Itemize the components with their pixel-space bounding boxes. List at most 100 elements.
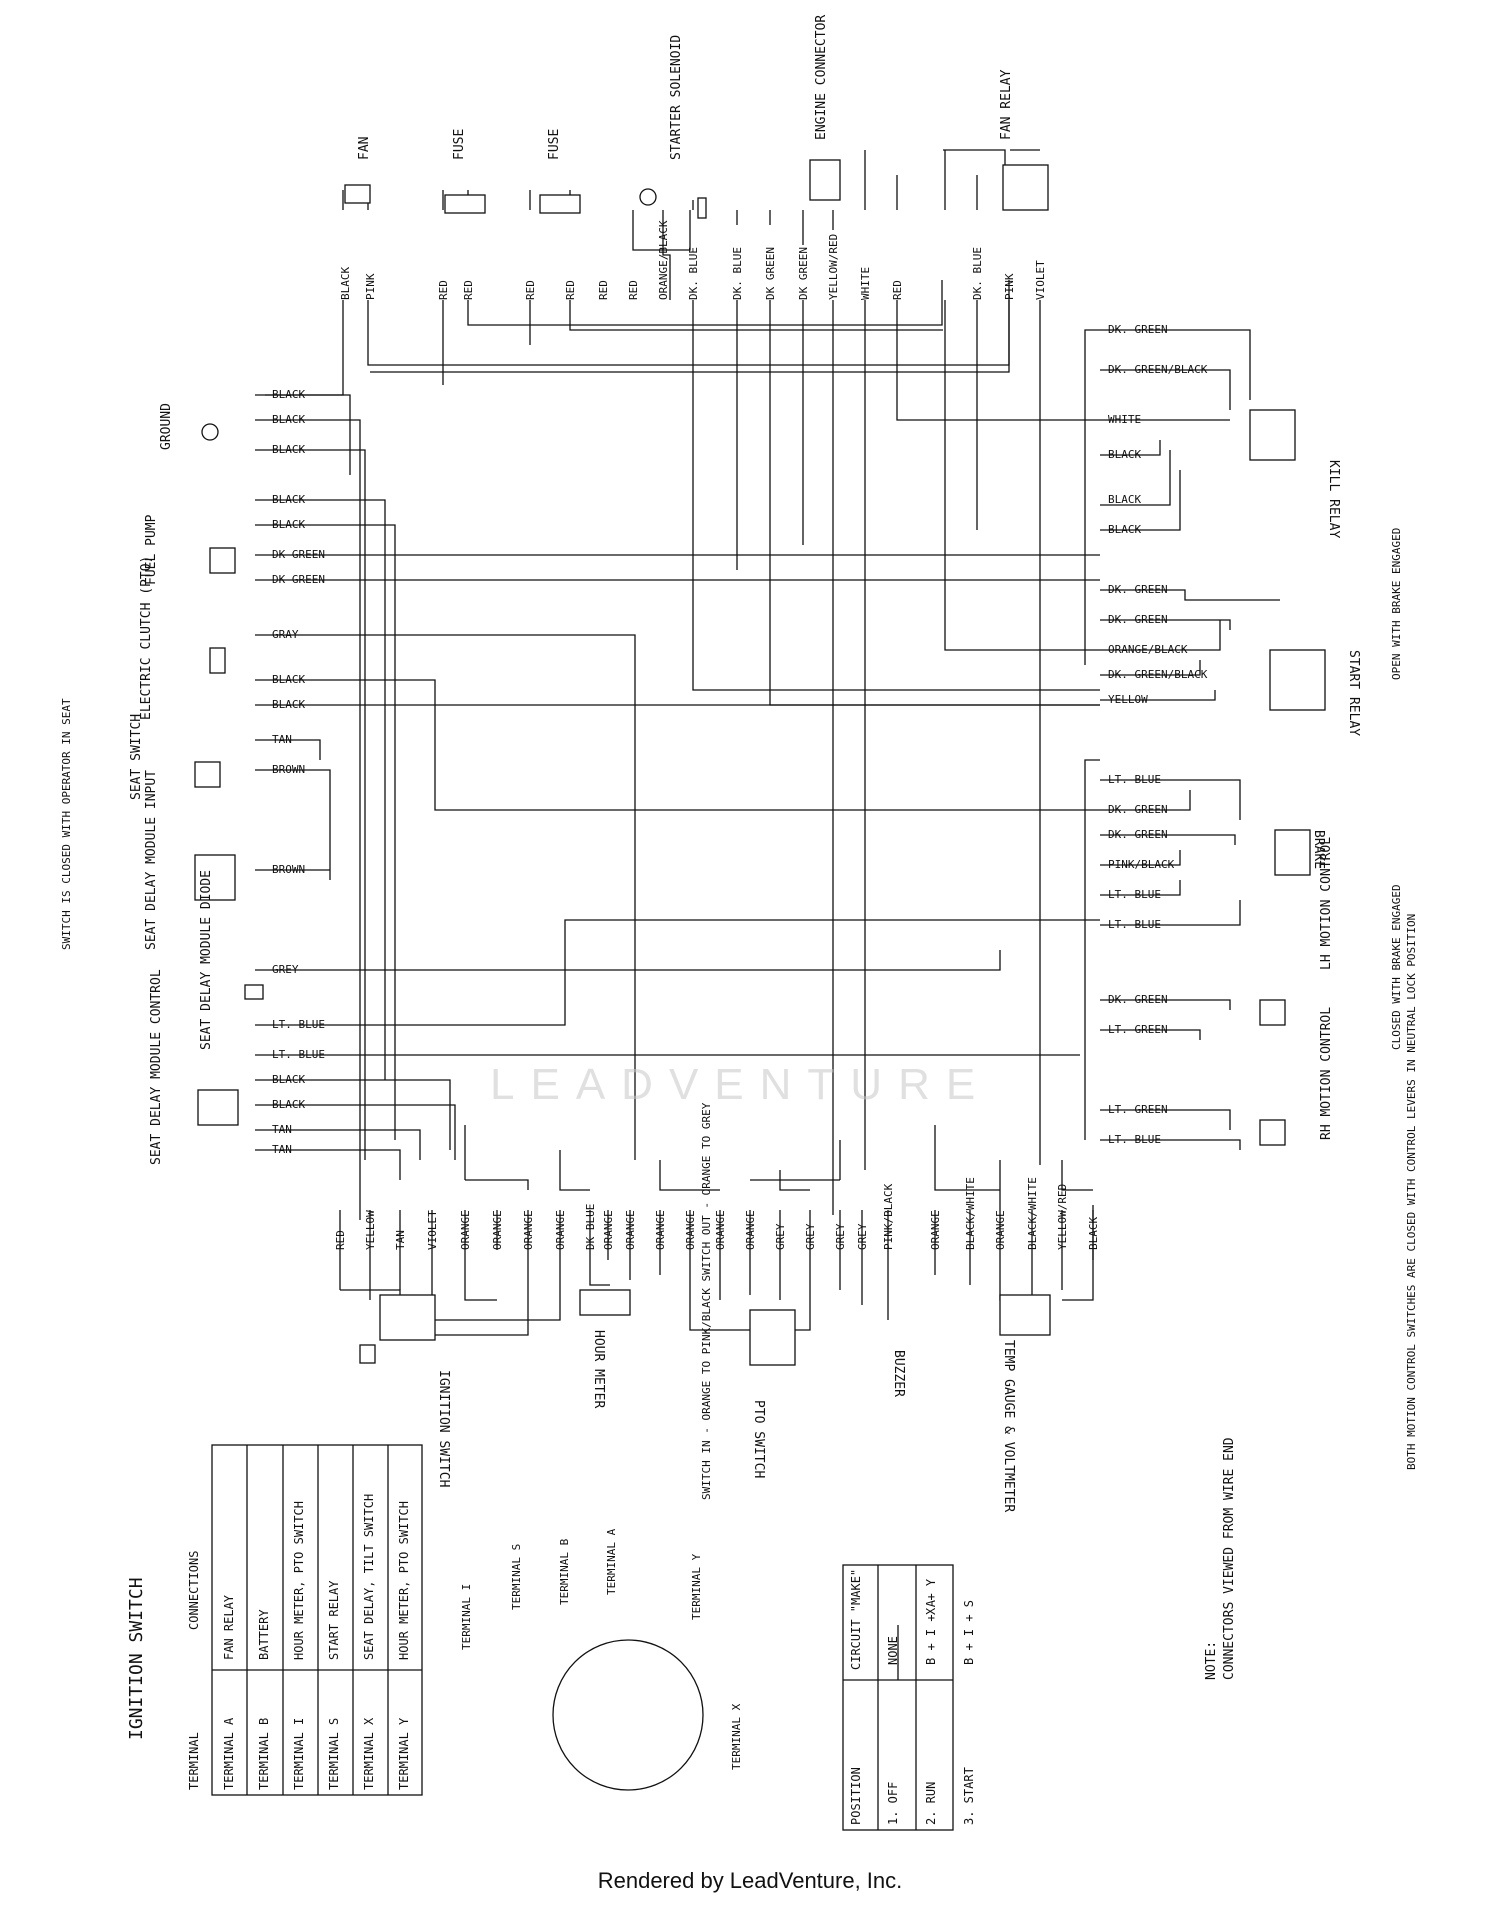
electric-clutch-label: ELECTRIC CLUTCH (PTO): [139, 556, 154, 720]
left-wire-label: BROWN: [272, 863, 305, 876]
bottom-wire-label: ORANGE: [654, 1210, 667, 1250]
ignition-switch-connector: [379, 1294, 436, 1341]
left-wire-label: BLACK: [272, 1073, 305, 1086]
left-wire-label: TAN: [272, 1143, 292, 1156]
engine-connector-block: [809, 159, 841, 201]
top-wire-label: DK. BLUE: [687, 247, 700, 300]
ignition-table-header-terminal: TERMINAL: [187, 1732, 201, 1790]
brake-closed-note: CLOSED WITH BRAKE ENGAGED: [1390, 884, 1403, 1050]
right-wire-label: LT. BLUE: [1108, 773, 1161, 786]
bottom-wire-label: YELLOW/RED: [1056, 1184, 1069, 1250]
left-wire-label: BROWN: [272, 763, 305, 776]
left-wire-label: GREY: [272, 963, 299, 976]
fan-label: FAN: [357, 137, 372, 160]
ignition-row-terminal: TERMINAL I: [292, 1718, 306, 1790]
lh-motion-label: LH MOTION CONTROL: [1319, 837, 1334, 970]
right-wire-label: DK. GREEN: [1108, 828, 1168, 841]
bottom-wire-label: BLACK/WHITE: [964, 1177, 977, 1250]
right-wire-label: DK. GREEN: [1108, 613, 1168, 626]
component-symbols: [194, 159, 1326, 1791]
right-wire-label: PINK/BLACK: [1108, 858, 1175, 871]
position-table-header-circuit: CIRCUIT "MAKE": [849, 1569, 863, 1670]
left-wire-label: BLACK: [272, 518, 305, 531]
bottom-wire-label: ORANGE: [744, 1210, 757, 1250]
brake-switch-block: [1274, 829, 1311, 876]
right-wire-label: BLACK: [1108, 448, 1141, 461]
position-row-position: 2. RUN: [924, 1782, 938, 1825]
left-wire-label: TAN: [272, 733, 292, 746]
fuse-2-label: FUSE: [547, 129, 562, 160]
starter-solenoid-label: STARTER SOLENOID: [669, 35, 684, 160]
right-wire-label: LT. BLUE: [1108, 1133, 1161, 1146]
left-wire-label: BLACK: [272, 698, 305, 711]
fuse-2-connector: [539, 194, 581, 214]
left-wire-label: BLACK: [272, 388, 305, 401]
right-wire-label: BLACK: [1108, 493, 1141, 506]
position-row-circuit: B + I + A: [924, 1599, 938, 1665]
motion-control-note: BOTH MOTION CONTROL SWITCHES ARE CLOSED …: [1405, 914, 1418, 1470]
component-labels: FAN FUSE FUSE STARTER SOLENOID ENGINE CO…: [129, 15, 1361, 1513]
top-wire-label: ORANGE/BLACK: [657, 220, 670, 300]
ignition-row-terminal: TERMINAL S: [327, 1718, 341, 1790]
fan-connector: [344, 184, 371, 204]
hour-meter-label: HOUR METER: [591, 1330, 606, 1408]
right-wire-label: DK. GREEN/BLACK: [1108, 668, 1208, 681]
bottom-wire-label: GREY: [774, 1223, 787, 1250]
buzzer-label: BUZZER: [891, 1350, 906, 1397]
fuel-pump-label: FUEL PUMP: [144, 514, 159, 585]
ground-terminal: [201, 423, 219, 441]
bottom-wire-label: GREY: [856, 1223, 869, 1250]
ignition-table-border: [211, 1444, 423, 1796]
top-wire-label: PINK: [364, 273, 377, 300]
right-wire-label: DK. GREEN: [1108, 323, 1168, 336]
seat-delay-diode: [244, 984, 264, 1000]
left-wire-label: GRAY: [272, 628, 299, 641]
fan-relay-block: [1002, 164, 1049, 211]
bottom-wire-label: ORANGE: [602, 1210, 615, 1250]
position-row-position: 1. OFF: [886, 1782, 900, 1825]
position-row-circuit: NONE: [886, 1636, 900, 1665]
ignition-terminal-diagram: [552, 1639, 704, 1791]
seat-switch-connector: [194, 761, 221, 788]
bottom-wire-label: GREY: [804, 1223, 817, 1250]
right-wire-label: DK. GREEN: [1108, 803, 1168, 816]
connector-note-title: NOTE:: [1204, 1641, 1219, 1680]
position-row-circuit: B + I + S: [962, 1600, 976, 1665]
top-wire-label: RED: [524, 280, 537, 300]
top-wire-label: RED: [462, 280, 475, 300]
brake-open-note: OPEN WITH BRAKE ENGAGED: [1390, 528, 1403, 680]
top-wire-label: RED: [437, 280, 450, 300]
ignition-row-connection: HOUR METER, PTO SWITCH: [292, 1501, 306, 1660]
temp-gauge-connector: [999, 1294, 1051, 1336]
start-relay-block: [1269, 649, 1326, 711]
fuse-1-label: FUSE: [452, 129, 467, 160]
seat-delay-control-connector: [197, 1089, 239, 1126]
wires: [255, 149, 1280, 1336]
terminal-diagram-label: TERMINAL I: [460, 1584, 473, 1650]
seat-switch-label: SEAT SWITCH: [129, 714, 144, 800]
ignition-row-terminal: TERMINAL X: [362, 1717, 376, 1790]
right-wire-label: LT. GREEN: [1108, 1023, 1168, 1036]
top-wire-label: DK. BLUE: [971, 247, 984, 300]
pto-switch-connector: [749, 1309, 796, 1366]
top-wire-label: RED: [564, 280, 577, 300]
bottom-wire-label: BLACK/WHITE: [1026, 1177, 1039, 1250]
bottom-wire-label: DK BLUE: [584, 1204, 597, 1250]
fuse-1-connector: [444, 194, 486, 214]
right-wire-label: WHITE: [1108, 413, 1141, 426]
bottom-wire-label: VIOLET: [426, 1210, 439, 1250]
rh-motion-label: RH MOTION CONTROL: [1319, 1007, 1334, 1140]
bottom-wire-label: ORANGE: [994, 1210, 1007, 1250]
right-wire-label: DK. GREEN/BLACK: [1108, 363, 1208, 376]
top-wire-label: RED: [627, 280, 640, 300]
terminal-diagram-label: TERMINAL A: [605, 1528, 618, 1595]
left-wire-label: BLACK: [272, 1098, 305, 1111]
right-wire-label: DK. GREEN: [1108, 583, 1168, 596]
ignition-row-connection: BATTERY: [257, 1609, 271, 1660]
position-row-extra: X + Y: [924, 1578, 938, 1615]
bottom-wire-label: TAN: [394, 1230, 407, 1250]
temp-gauge-label: TEMP GAUGE & VOLTMETER: [1001, 1340, 1016, 1512]
